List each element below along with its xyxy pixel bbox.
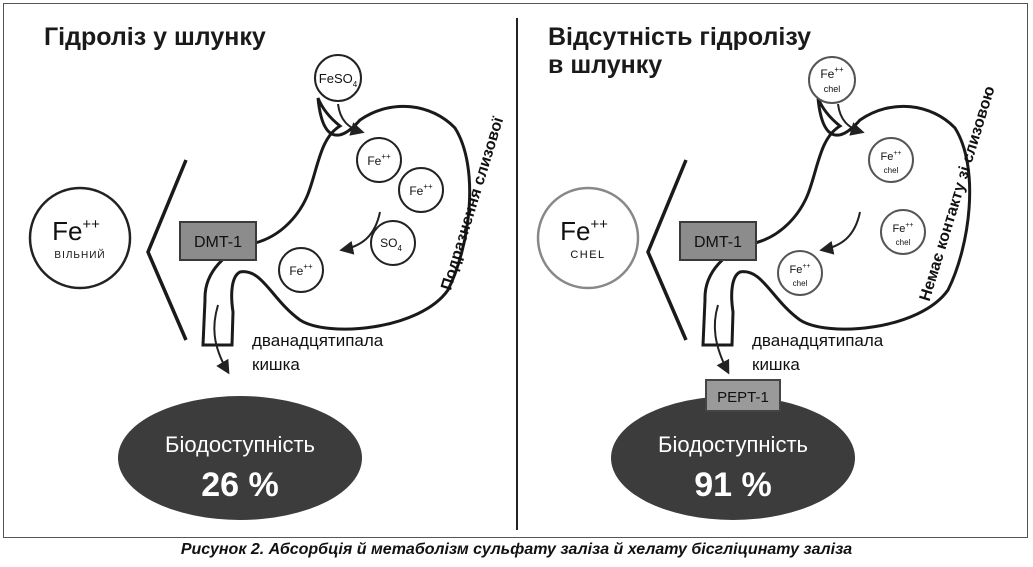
- particle-label: SO: [380, 236, 397, 250]
- left-panel: FeSO4 Fe++ Fe++ SO4 Fe++ Fe++ ВІЛЬНИЙ DM…: [28, 54, 507, 520]
- free-iron-charge: ++: [82, 216, 100, 233]
- dmt1-box: [679, 221, 757, 261]
- arrow-in: [837, 103, 865, 136]
- stomach-outline: [701, 97, 972, 347]
- particle-label: Fe: [289, 264, 303, 278]
- intestinal-wall: [146, 159, 188, 341]
- bioavailability-ellipse: [611, 396, 855, 520]
- free-iron-circle: [28, 186, 132, 290]
- particle-label: Fe: [367, 154, 381, 168]
- svg-text:SO4: SO4: [380, 236, 402, 253]
- right-title-line2: в шлунку: [548, 51, 663, 79]
- particle-label: Fe: [409, 184, 423, 198]
- bioavailability-value: 91 %: [694, 466, 772, 504]
- particle-circle: [868, 137, 914, 183]
- compound-circle: [314, 54, 362, 102]
- figure-caption: Рисунок 2. Абсорбція й метаболізм сульфа…: [180, 541, 853, 558]
- particle-charge: ++: [893, 150, 901, 157]
- arrow-through: [819, 211, 861, 255]
- particle-circle: [356, 137, 402, 183]
- particle-label: Fe: [789, 264, 802, 276]
- particle-charge: ++: [802, 263, 810, 270]
- svg-text:Fe++: Fe++: [367, 152, 391, 168]
- pept1-label: PEPT-1: [717, 389, 769, 406]
- compound-charge: ++: [834, 65, 844, 74]
- right-title-line1: Відсутність гідролізу: [548, 23, 812, 51]
- compound-subscript: chel: [824, 84, 841, 94]
- bioavailability-label: Біодоступність: [165, 432, 315, 457]
- particle-circle: [398, 167, 444, 213]
- free-iron-symbol: Fe: [52, 216, 82, 246]
- chelate-iron-symbol: Fe: [560, 216, 590, 246]
- stomach-outline: [201, 97, 472, 347]
- particle-circle: [278, 247, 324, 293]
- particle-charge: ++: [381, 152, 391, 161]
- particle-circle: [880, 209, 926, 255]
- svg-text:Fe++: Fe++: [789, 263, 810, 276]
- duodenum-label-line2: кишка: [252, 355, 300, 374]
- dmt1-label: DMT-1: [694, 234, 742, 251]
- chelate-iron-charge: ++: [590, 216, 608, 233]
- figure-frame: [3, 3, 1028, 538]
- arrow-in: [337, 103, 365, 136]
- arrow-out: [713, 304, 730, 375]
- svg-text:Fe++: Fe++: [820, 65, 844, 81]
- duodenum-label-line1: дванадцятипала: [252, 331, 384, 350]
- particle-subscript: chel: [793, 279, 808, 288]
- svg-text:Fe++: Fe++: [880, 150, 901, 163]
- particle-charge: ++: [303, 262, 313, 271]
- left-title: Гідроліз у шлунку: [44, 23, 266, 51]
- compound-circle: [808, 56, 856, 104]
- arrow-through: [339, 211, 381, 255]
- compound-label: FeSO: [319, 71, 353, 86]
- particle-label: Fe: [892, 223, 905, 235]
- particle-circle: [370, 220, 416, 266]
- chelate-iron-circle: [536, 186, 640, 290]
- particle-label: Fe: [880, 151, 893, 163]
- duodenum-label-line1: дванадцятипала: [752, 331, 884, 350]
- svg-text:Fe++: Fe++: [892, 222, 913, 235]
- right-panel: Fe++ chel Fe++ chel Fe++ chel Fe++ chel …: [536, 56, 999, 520]
- particle-circle: [777, 250, 823, 296]
- bioavailability-value: 26 %: [201, 466, 279, 504]
- particle-subscript: chel: [896, 238, 911, 247]
- dmt1-label: DMT-1: [194, 234, 242, 251]
- pept1-box: [705, 379, 781, 412]
- bioavailability-label: Біодоступність: [658, 432, 808, 457]
- svg-text:FeSO4: FeSO4: [319, 71, 358, 89]
- intestinal-wall: [646, 159, 688, 341]
- compound-subscript: 4: [353, 80, 358, 89]
- compound-label: Fe: [820, 67, 834, 81]
- dmt1-box: [179, 221, 257, 261]
- free-iron-label: ВІЛЬНИЙ: [54, 248, 105, 261]
- svg-text:Fe++: Fe++: [289, 262, 313, 278]
- mucosa-irritation-label: Подразнення слизової: [438, 115, 507, 292]
- svg-text:Fe++: Fe++: [409, 182, 433, 198]
- svg-text:Fe++: Fe++: [560, 216, 608, 246]
- bioavailability-ellipse: [118, 396, 362, 520]
- duodenum-label-line2: кишка: [752, 355, 800, 374]
- chelate-iron-label: CHEL: [570, 249, 605, 261]
- particle-charge: ++: [905, 222, 913, 229]
- particle-subscript: chel: [884, 166, 899, 175]
- particle-charge: ++: [423, 182, 433, 191]
- arrow-out: [213, 304, 230, 375]
- svg-text:Fe++: Fe++: [52, 216, 100, 246]
- particle-subscript: 4: [397, 244, 402, 253]
